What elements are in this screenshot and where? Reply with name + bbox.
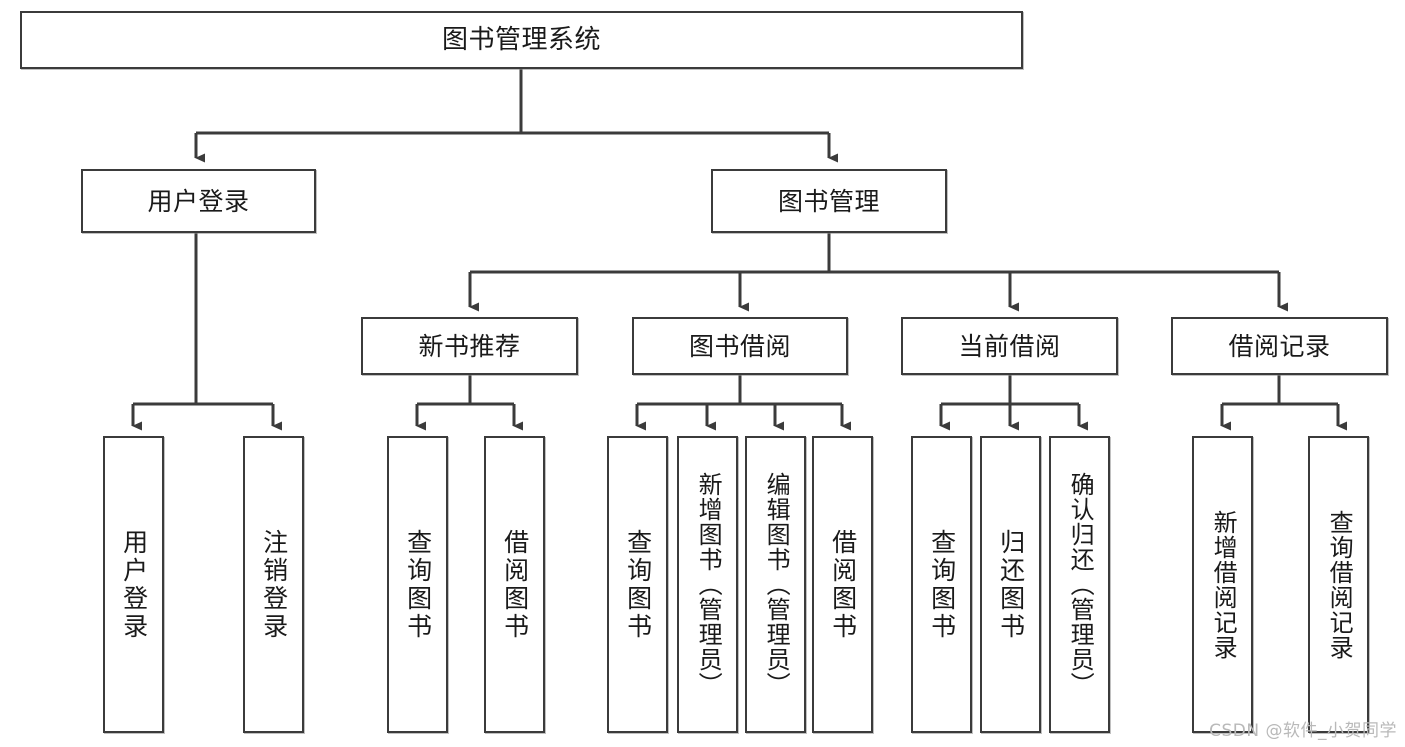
node-leaf-edit-book[interactable]: 编辑图书（管理员） xyxy=(745,436,806,733)
node-leaf-add-book-label: 新增图书（管理员） xyxy=(694,472,723,697)
node-leaf-return-book-label: 归还图书 xyxy=(996,528,1026,641)
node-leaf-borrow-book-1[interactable]: 借阅图书 xyxy=(484,436,545,733)
node-new-book-recommend[interactable]: 新书推荐 xyxy=(361,317,578,375)
node-user-login[interactable]: 用户登录 xyxy=(81,169,316,233)
node-leaf-borrow-book-2[interactable]: 借阅图书 xyxy=(812,436,873,733)
node-leaf-borrow-book-1-label: 借阅图书 xyxy=(500,528,530,641)
node-leaf-borrow-book-2-label: 借阅图书 xyxy=(828,528,858,641)
node-leaf-query-record-label: 查询借阅记录 xyxy=(1325,509,1354,660)
node-book-borrow-label: 图书借阅 xyxy=(688,331,791,361)
node-leaf-return-book[interactable]: 归还图书 xyxy=(980,436,1041,733)
node-current-borrow[interactable]: 当前借阅 xyxy=(901,317,1118,375)
node-leaf-query-book-2-label: 查询图书 xyxy=(623,528,653,641)
node-user-login-label: 用户登录 xyxy=(147,186,250,216)
node-leaf-confirm-return-label: 确认归还（管理员） xyxy=(1066,472,1095,697)
node-leaf-add-book[interactable]: 新增图书（管理员） xyxy=(677,436,738,733)
node-leaf-confirm-return[interactable]: 确认归还（管理员） xyxy=(1049,436,1110,733)
node-leaf-add-record[interactable]: 新增借阅记录 xyxy=(1192,436,1253,733)
node-leaf-logout[interactable]: 注销登录 xyxy=(243,436,304,733)
node-book-manage[interactable]: 图书管理 xyxy=(711,169,947,233)
node-current-borrow-label: 当前借阅 xyxy=(958,331,1061,361)
node-root-label: 图书管理系统 xyxy=(441,24,601,55)
node-leaf-query-record[interactable]: 查询借阅记录 xyxy=(1308,436,1369,733)
node-borrow-record[interactable]: 借阅记录 xyxy=(1171,317,1388,375)
node-leaf-user-login-label: 用户登录 xyxy=(119,528,149,641)
node-leaf-query-book-3-label: 查询图书 xyxy=(927,528,957,641)
node-leaf-logout-label: 注销登录 xyxy=(259,528,289,641)
node-root[interactable]: 图书管理系统 xyxy=(20,11,1023,69)
node-new-book-recommend-label: 新书推荐 xyxy=(418,331,521,361)
node-leaf-query-book-1[interactable]: 查询图书 xyxy=(387,436,448,733)
node-leaf-query-book-3[interactable]: 查询图书 xyxy=(911,436,972,733)
node-leaf-query-book-1-label: 查询图书 xyxy=(403,528,433,641)
csdn-watermark: CSDN @软件_小贺同学 xyxy=(1209,721,1397,741)
node-book-borrow[interactable]: 图书借阅 xyxy=(632,317,848,375)
node-leaf-query-book-2[interactable]: 查询图书 xyxy=(607,436,668,733)
node-leaf-edit-book-label: 编辑图书（管理员） xyxy=(762,472,791,697)
node-borrow-record-label: 借阅记录 xyxy=(1228,331,1331,361)
node-leaf-add-record-label: 新增借阅记录 xyxy=(1209,509,1238,660)
node-leaf-user-login[interactable]: 用户登录 xyxy=(103,436,164,733)
node-book-manage-label: 图书管理 xyxy=(777,186,880,216)
